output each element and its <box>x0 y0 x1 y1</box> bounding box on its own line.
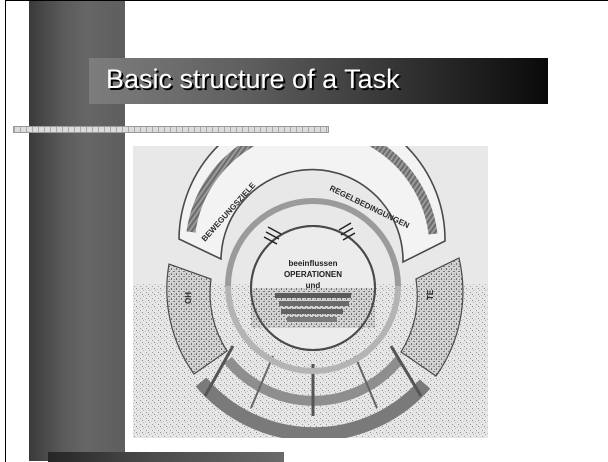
lower-ring-outer-band <box>195 377 431 438</box>
ring-diagram-svg: BEWEGUNGSZIELE REGELBEDINGUNGEN HO TE be… <box>133 146 488 438</box>
task-structure-diagram-image: BEWEGUNGSZIELE REGELBEDINGUNGEN HO TE be… <box>133 146 488 438</box>
connector-marks-left <box>263 226 282 245</box>
center-illegible-lines <box>275 293 351 322</box>
left-ring-segment <box>166 263 228 375</box>
slide-title: Basic structure of a Task <box>106 64 400 94</box>
inner-ring-top <box>225 198 401 287</box>
ring-divider-right <box>389 345 423 397</box>
ring-divider-lower-left <box>250 355 274 409</box>
ring-divider-left <box>203 345 235 397</box>
upper-ring-band <box>186 146 438 235</box>
upper-ring-segment <box>178 146 446 264</box>
ruler-divider <box>13 126 329 133</box>
right-ring-segment <box>400 257 464 377</box>
ring-divider-lower-right <box>354 355 378 409</box>
center-hub-outline <box>250 225 376 351</box>
center-text-line-2: OPERATIONEN <box>284 270 342 279</box>
center-text-line-3: und <box>306 281 321 290</box>
connector-marks-right <box>338 222 356 241</box>
ring-label-right: TE <box>426 289 435 300</box>
inner-ring-bottom <box>225 285 401 374</box>
ring-label-left: HO <box>183 292 192 304</box>
title-band <box>89 58 548 104</box>
bottom-accent-bar <box>48 452 284 462</box>
center-text-line-1: beeinflussen <box>289 259 338 268</box>
slide-border <box>5 0 608 462</box>
